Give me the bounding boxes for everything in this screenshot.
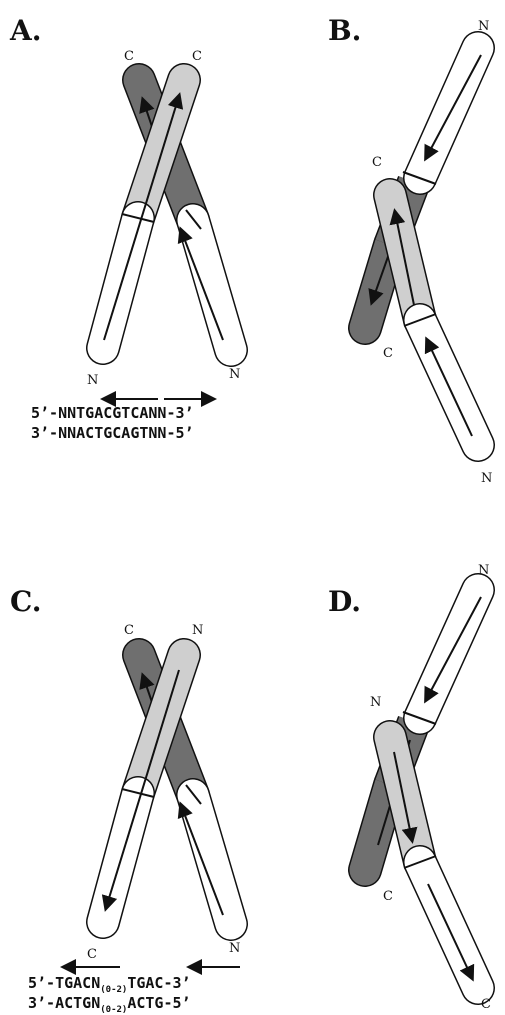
terminus-c-3: C [87,947,97,962]
terminus-a-4: N [229,367,240,382]
sequence-c-line2-pre: 3’-ACTGN [28,994,100,1012]
terminus-b-4: N [481,471,492,486]
terminus-c-2: N [192,623,203,638]
sequence-c-line2-post: ACTG-5’ [127,994,190,1012]
terminus-c-1: C [124,623,134,638]
panel-a-diagram: C C N N [87,49,240,399]
sequence-c-line2: 3’-ACTGN(0-2)ACTG-5’ [28,994,191,1012]
sequence-a-line2: 3’-NNACTGCAGTNN-5’ [31,424,194,442]
panel-d-diagram: N N C C [365,563,491,1012]
terminus-c-4: N [229,941,240,956]
terminus-b-2: C [372,155,382,170]
terminus-b-1: N [478,19,489,34]
sequence-c-line1-post: TGAC-3’ [127,974,190,992]
sequence-c-line1-pre: 5’-TGACN [28,974,100,992]
sequence-a-line1: 5’-NNTGACGTCANN-3’ [31,404,194,422]
helix-d-light [390,737,478,988]
terminus-a-1: C [124,49,134,64]
panel-b-diagram: N C C N [365,19,492,486]
terminus-a-2: C [192,49,202,64]
panel-c-diagram: C N C N [64,623,240,967]
terminus-d-3: C [383,889,393,904]
terminus-d-4: C [481,997,491,1012]
helix-b-light [390,195,478,445]
terminus-d-1: N [478,563,489,578]
terminus-a-3: N [87,373,98,388]
helix-b-top [403,48,481,184]
terminus-d-2: N [370,695,381,710]
sequence-c-line1: 5’-TGACN(0-2)TGAC-3’ [28,974,191,992]
sequence-c-line2-sub: (0-2) [100,1005,127,1015]
terminus-b-3: C [383,346,393,361]
